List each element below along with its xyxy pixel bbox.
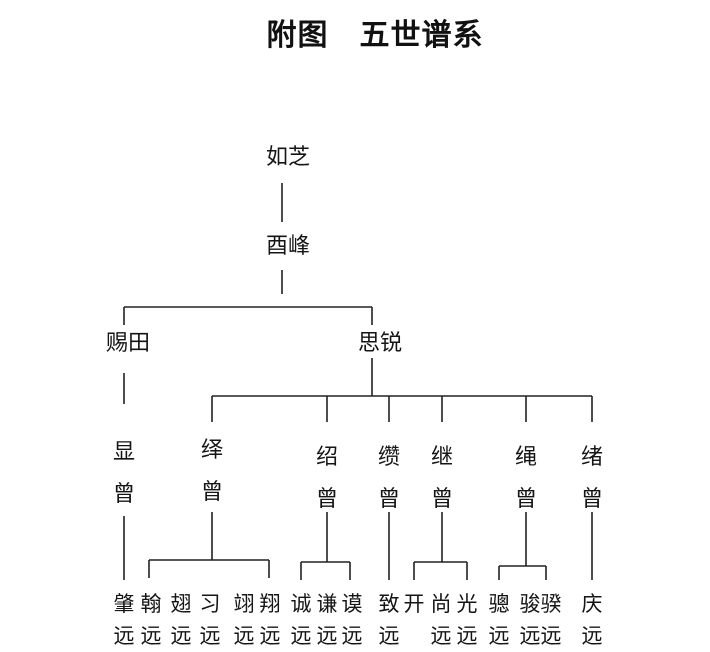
person-congyuan: 骢远 [488, 592, 510, 648]
person-shengzeng: 绳曾 [514, 445, 537, 512]
person-ruzhi: 如芝 [265, 145, 311, 170]
diagram-title: 附图 五世谱系 [266, 18, 484, 53]
person-zuanzeng: 缵曾 [377, 445, 400, 512]
person-zhiyuan: 致远 [378, 592, 400, 648]
person-xianzeng: 显曾 [112, 440, 135, 507]
person-jizeng: 继曾 [430, 445, 453, 512]
person-qianyuan: 谦远 [316, 592, 338, 648]
person-hanyuan: 翰远 [140, 592, 162, 648]
person-kuiyuan: 骙远 [540, 592, 562, 648]
genealogy-diagram: 附图 五世谱系 [105, 18, 603, 648]
person-chiyuan: 翅远 [170, 592, 192, 648]
person-yiyuan: 翊远 [233, 592, 255, 648]
person-citian: 赐田 [105, 331, 151, 356]
person-youfeng: 酉峰 [265, 234, 311, 259]
person-guangyuan: 光远 [456, 592, 478, 648]
person-xuzeng: 绪曾 [580, 445, 603, 512]
person-kaiyuan: 开 [403, 592, 425, 616]
person-moyuan: 谟远 [341, 592, 363, 648]
person-qingyuan: 庆远 [581, 592, 603, 648]
person-shangyuan: 尚远 [430, 592, 452, 648]
person-xiyuan: 习远 [199, 592, 221, 648]
connector-lines [123, 183, 593, 580]
person-chengyuan: 诚远 [290, 592, 312, 648]
person-junyuan: 骏远 [519, 592, 541, 648]
person-xiangyuan: 翔远 [259, 592, 281, 648]
person-zhaoyuan: 肇远 [113, 592, 135, 648]
person-shaozeng: 绍曾 [315, 445, 338, 512]
person-sirui: 思锐 [357, 331, 403, 356]
person-yizeng: 绎曾 [200, 438, 223, 505]
